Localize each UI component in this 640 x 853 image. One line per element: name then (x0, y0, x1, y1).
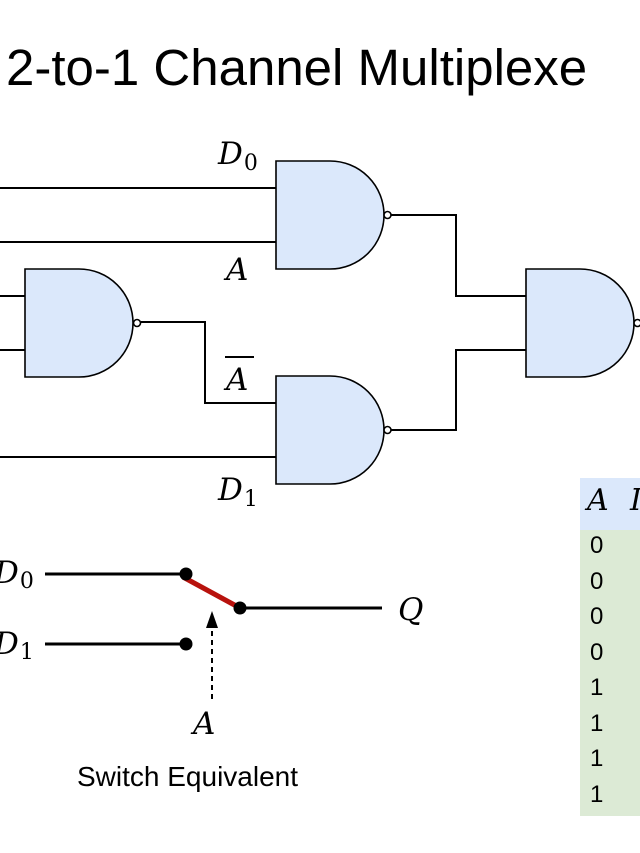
wire-top-gate-out (391, 214, 526, 297)
arrow-head-icon (206, 611, 218, 628)
table-row: 0 (580, 605, 640, 641)
switch-label-q: Q (398, 592, 423, 628)
switch-caption: Switch Equivalent (77, 761, 299, 792)
table-row: 0 (580, 567, 640, 606)
table-cell: 1 (590, 745, 604, 772)
gates (24, 160, 640, 485)
nand-gate-bottom (275, 375, 385, 485)
header-i: I (630, 486, 640, 516)
table-row: 1 (580, 676, 640, 712)
label-a-bar: A (223, 362, 248, 398)
gate-labels: D0 A A D1 (217, 136, 258, 512)
label-d0: D0 (217, 136, 258, 176)
header-a: A (587, 483, 609, 518)
switch-label-a: A (190, 706, 215, 742)
wires (0, 187, 526, 458)
inverting-bubble-inverter (132, 318, 142, 328)
table-row: 0 (580, 534, 640, 570)
truth-table-header: A I (580, 478, 640, 530)
wire-abar (141, 321, 276, 404)
switch-contact-d0 (179, 567, 193, 581)
table-cell: 1 (590, 709, 604, 737)
table-row: 0 (580, 638, 640, 677)
switch-equivalent: D0 D1 Q A (0, 555, 423, 742)
truth-table-body: 0 0 0 0 1 1 1 1 (580, 534, 640, 816)
page-title: 2-to-1 Channel Multiplexe (6, 39, 588, 96)
inverting-bubble-top (383, 210, 392, 220)
table-cell: 0 (590, 532, 604, 559)
nand-gate-output (525, 268, 635, 378)
inverting-bubble-output (633, 318, 640, 328)
truth-table: A I 0 0 0 0 1 1 1 1 (580, 478, 640, 816)
nand-gate-top (275, 160, 385, 270)
table-cell: 1 (590, 780, 604, 808)
switch-label-d1: D1 (0, 626, 34, 665)
table-row: 1 (580, 709, 640, 748)
switch-pivot (233, 601, 247, 615)
table-cell: 0 (590, 638, 604, 666)
switch-contact-d1 (179, 637, 193, 651)
label-a-top: A (223, 252, 248, 288)
table-row: 1 (580, 780, 640, 817)
label-d1: D1 (217, 472, 258, 512)
inverting-bubble-bottom (383, 425, 392, 435)
wire-bottom-gate-out (391, 349, 526, 431)
switch-label-d0: D0 (0, 555, 34, 594)
table-row: 1 (580, 747, 640, 783)
table-cell: 1 (590, 674, 604, 701)
switch-arm (181, 574, 242, 611)
nand-gate-inverter (24, 268, 134, 378)
table-cell: 0 (590, 567, 604, 595)
table-cell: 0 (590, 603, 604, 630)
